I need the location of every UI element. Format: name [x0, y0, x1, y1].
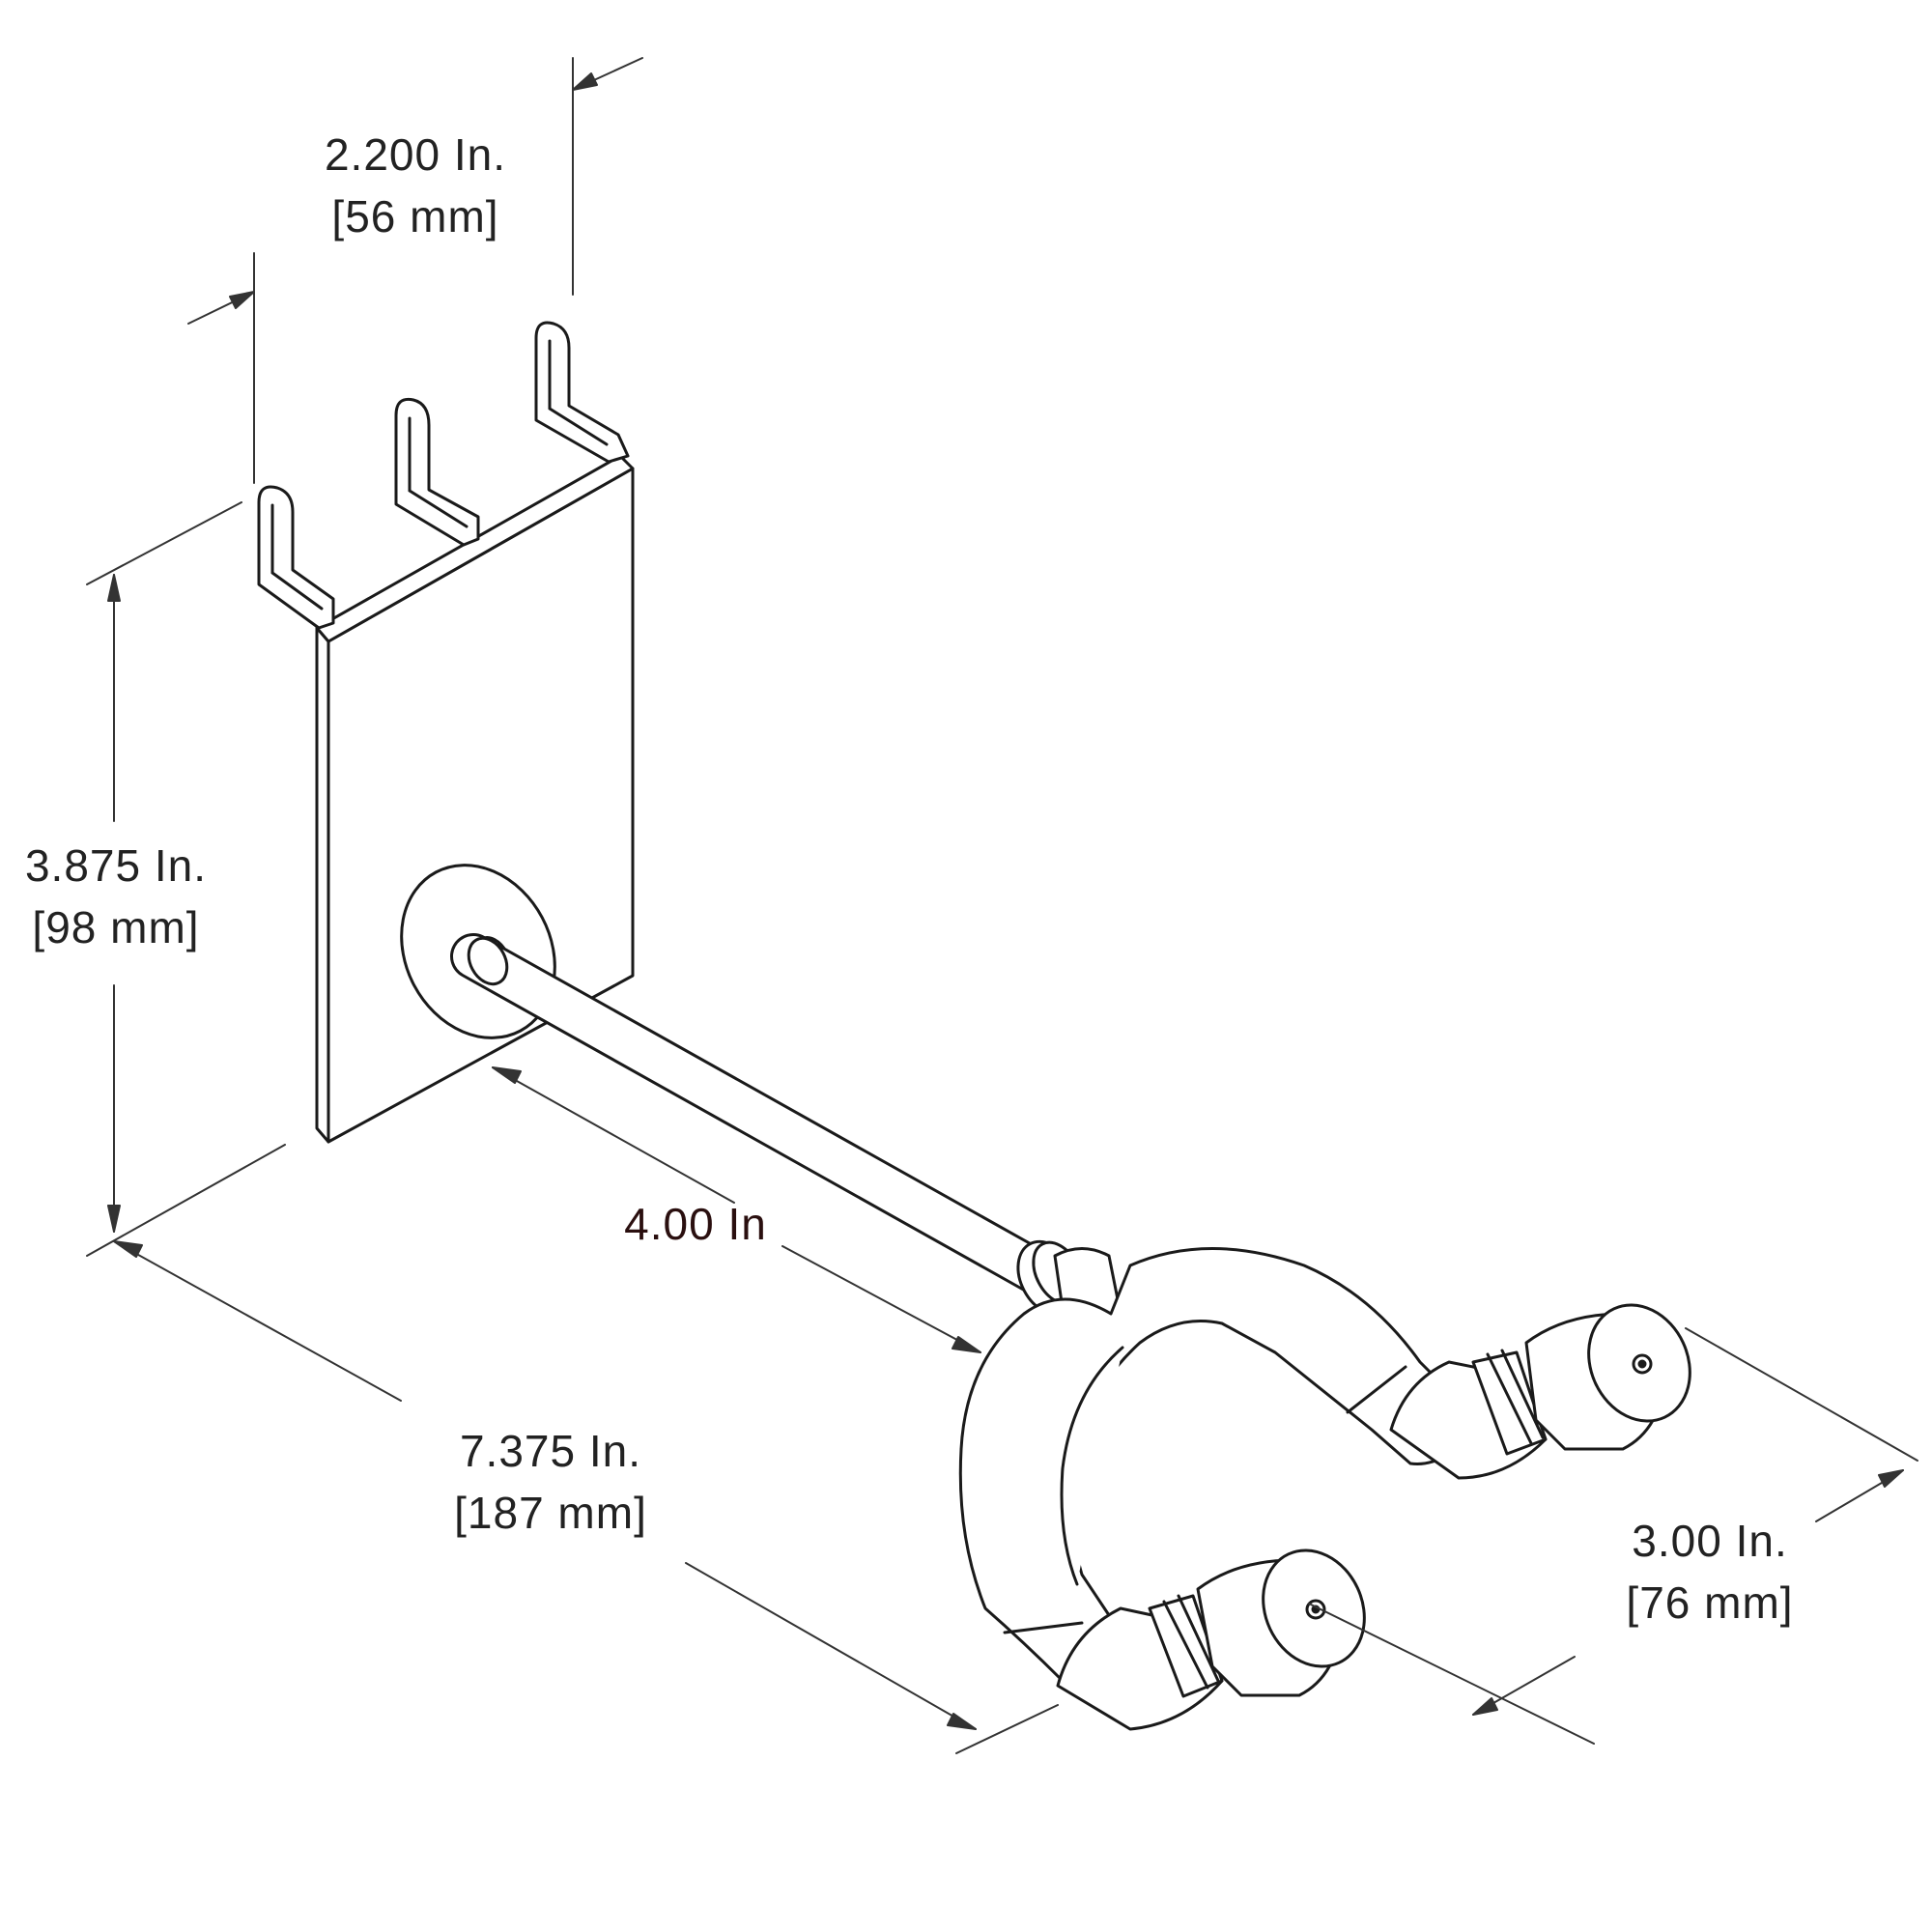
arrow-height-top	[107, 574, 121, 602]
spread-metric: [76 mm]	[1626, 1577, 1794, 1628]
prong-middle	[394, 397, 480, 547]
arrow-spread-top	[1878, 1469, 1904, 1488]
length-imperial: 7.375 In.	[459, 1426, 642, 1476]
hook-yoke	[958, 1239, 1480, 1683]
arm-rod	[450, 933, 1062, 1296]
prong-right	[534, 321, 630, 464]
arrow-width-right	[572, 72, 598, 91]
hook-pin-left	[1056, 1548, 1366, 1731]
prong-left	[257, 485, 335, 630]
width-metric: [56 mm]	[331, 191, 499, 242]
dimension-label-width: 2.200 In. [56 mm]	[290, 124, 541, 247]
height-imperial: 3.875 In.	[24, 840, 208, 891]
height-metric: [98 mm]	[32, 902, 200, 952]
length-metric: [187 mm]	[454, 1488, 647, 1538]
arm-imperial: 4.00 In	[624, 1199, 767, 1249]
pegboard-prongs	[257, 321, 630, 630]
backplate	[315, 454, 635, 1144]
dimension-label-spread: 3.00 In. [76 mm]	[1594, 1510, 1826, 1634]
arrow-spread-bottom	[1472, 1697, 1498, 1716]
dimension-label-length: 7.375 In. [187 mm]	[415, 1420, 686, 1544]
dimension-label-height: 3.875 In. [98 mm]	[0, 835, 232, 958]
arrow-arm-left	[492, 1066, 522, 1084]
spread-imperial: 3.00 In.	[1632, 1516, 1788, 1566]
arrow-width-left	[229, 291, 255, 309]
dimension-label-arm: 4.00 In	[599, 1193, 792, 1255]
arrow-arm-right	[952, 1336, 981, 1353]
width-imperial: 2.200 In.	[324, 129, 507, 180]
arrow-length-right	[947, 1713, 977, 1730]
dimension-lines	[86, 57, 1918, 1754]
arrow-length-left	[113, 1240, 143, 1258]
hook-pin-right	[1389, 1303, 1691, 1480]
arrow-height-bottom	[107, 1205, 121, 1233]
